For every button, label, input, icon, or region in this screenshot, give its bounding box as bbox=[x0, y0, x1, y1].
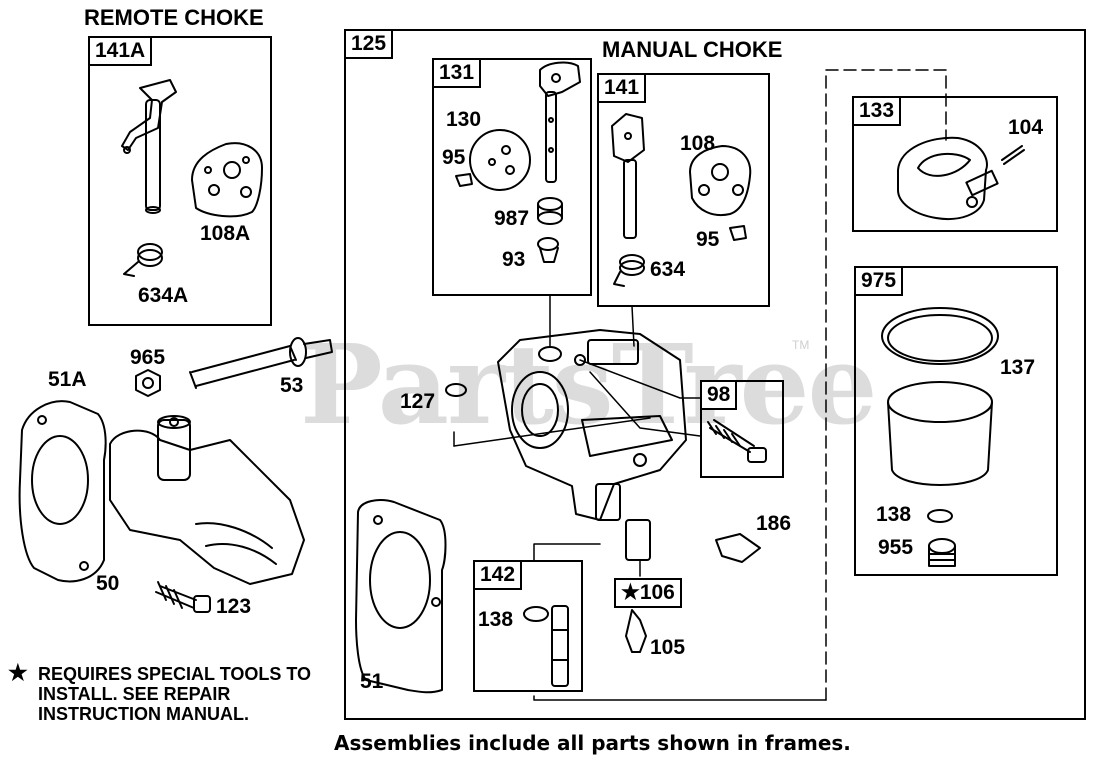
frame-98 bbox=[700, 380, 784, 478]
assemblies-note: Assemblies include all parts shown in fr… bbox=[334, 731, 851, 755]
label-108A: 108A bbox=[200, 222, 251, 245]
frame-tag-133-text: 133 bbox=[859, 99, 895, 122]
label-51A: 51A bbox=[48, 368, 87, 391]
label-53: 53 bbox=[280, 374, 304, 397]
gasket-51A bbox=[18, 400, 107, 583]
label-105: 105 bbox=[650, 636, 686, 659]
frame-tag-975-text: 975 bbox=[861, 269, 897, 292]
label-95-a: 95 bbox=[442, 146, 466, 169]
label-634A: 634A bbox=[138, 284, 189, 307]
label-51: 51 bbox=[360, 670, 384, 693]
label-186: 186 bbox=[756, 512, 792, 535]
label-104: 104 bbox=[1008, 116, 1044, 139]
frame-tag-141-text: 141 bbox=[604, 76, 640, 99]
nozzle-142 bbox=[523, 605, 569, 687]
frame-142 bbox=[473, 560, 583, 692]
frame-141 bbox=[597, 73, 770, 307]
seat-106 bbox=[625, 519, 651, 561]
frame-131 bbox=[432, 58, 592, 296]
plug-127 bbox=[445, 383, 467, 397]
special-tools-note: REQUIRES SPECIAL TOOLS TO INSTALL. SEE R… bbox=[38, 664, 312, 724]
label-138-a: 138 bbox=[876, 503, 912, 526]
choke-shaft-141 bbox=[611, 113, 752, 287]
frame-tag-131: 131 bbox=[432, 58, 482, 88]
spring-634A bbox=[123, 243, 163, 277]
label-137: 137 bbox=[1000, 356, 1036, 379]
stud-53 bbox=[189, 337, 333, 389]
label-127: 127 bbox=[400, 390, 436, 413]
gasket-51 bbox=[355, 499, 447, 694]
label-93: 93 bbox=[502, 248, 526, 271]
carburetor-body bbox=[497, 329, 687, 521]
remote-choke-title: REMOTE CHOKE bbox=[84, 5, 264, 30]
frame-tag-142-text: 142 bbox=[480, 563, 516, 586]
choke-lever-141A bbox=[121, 79, 177, 214]
frame-133 bbox=[852, 96, 1058, 232]
label-123: 123 bbox=[216, 595, 252, 618]
choke-plate-108A bbox=[191, 142, 263, 218]
label-108: 108 bbox=[680, 132, 716, 155]
label-955: 955 bbox=[878, 536, 914, 559]
frame-tag-141: 141 bbox=[597, 73, 647, 103]
choke-shaft-131 bbox=[455, 61, 581, 263]
frame-tag-98-text: 98 bbox=[707, 383, 731, 406]
manual-choke-title: MANUAL CHOKE bbox=[602, 37, 783, 62]
label-130: 130 bbox=[446, 108, 482, 131]
frame-tag-106: ★106 bbox=[614, 578, 682, 608]
screw-98 bbox=[707, 419, 767, 463]
label-95-b: 95 bbox=[696, 228, 720, 251]
intake-50 bbox=[109, 415, 305, 585]
frame-tag-975: 975 bbox=[854, 266, 904, 296]
frame-975 bbox=[854, 266, 1058, 576]
frame-tag-141A: 141A bbox=[88, 36, 153, 66]
watermark-tm: TM bbox=[792, 338, 810, 352]
label-50: 50 bbox=[96, 572, 120, 595]
star-icon: ★ bbox=[8, 660, 28, 685]
label-987: 987 bbox=[494, 207, 530, 230]
bolt-123 bbox=[155, 581, 211, 613]
frame-125 bbox=[344, 29, 1086, 720]
elbow-186 bbox=[715, 533, 761, 563]
frame-141A bbox=[88, 36, 272, 326]
frame-tag-98: 98 bbox=[700, 380, 738, 410]
frame-tag-142: 142 bbox=[473, 560, 523, 590]
nut-965 bbox=[135, 369, 161, 397]
frame-tag-131-text: 131 bbox=[439, 61, 475, 84]
frame-tag-133: 133 bbox=[852, 96, 902, 126]
clamp-133 bbox=[897, 136, 1025, 220]
needle-105 bbox=[625, 609, 647, 653]
frame-tag-106-text: ★106 bbox=[621, 581, 675, 604]
label-965: 965 bbox=[130, 346, 166, 369]
bowl-975 bbox=[881, 307, 999, 567]
label-634: 634 bbox=[650, 258, 686, 281]
frame-tag-125: 125 bbox=[344, 29, 394, 59]
label-138-b: 138 bbox=[478, 608, 514, 631]
leader-lines bbox=[453, 69, 947, 701]
